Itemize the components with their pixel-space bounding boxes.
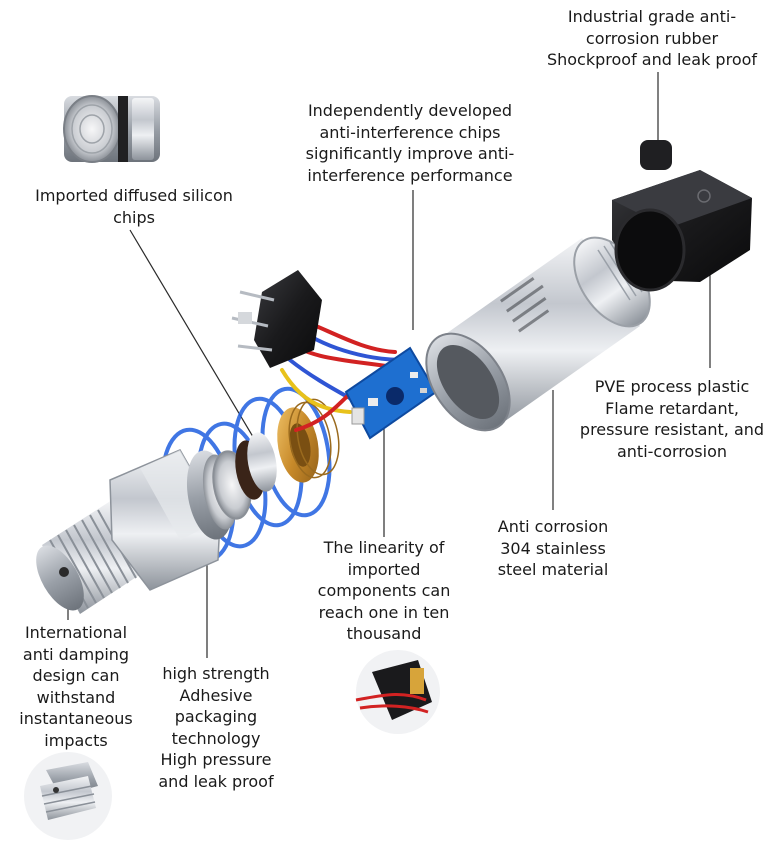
callout-silicon: Imported diffused silicon chips xyxy=(35,186,233,227)
plastic-connector xyxy=(612,140,752,292)
callout-adhesive: high strength Adhesive packaging technol… xyxy=(158,664,274,791)
callout-plastic: PVE process plastic Flame retardant, pre… xyxy=(579,377,765,461)
callout-linearity: The linearity of imported components can… xyxy=(317,538,451,643)
callout-rubber: Industrial grade anti- corrosion rubber … xyxy=(546,7,758,69)
process-connection xyxy=(36,449,238,614)
callout-steel: Anti corrosion 304 stainless steel mater… xyxy=(497,517,609,579)
connector-gasket xyxy=(231,270,322,368)
callout-damping: International anti damping design can wi… xyxy=(19,623,133,750)
stainless-housing xyxy=(425,236,651,432)
diaphragm-thumbnail xyxy=(63,95,160,163)
leader-silicon xyxy=(129,229,263,453)
fitting-thumbnail xyxy=(24,752,112,840)
silicon-chip-module xyxy=(212,432,277,520)
pcb-board xyxy=(344,346,438,440)
linearity-thumbnail xyxy=(355,650,440,734)
callout-chips: Independently developed anti-interferenc… xyxy=(305,101,515,185)
